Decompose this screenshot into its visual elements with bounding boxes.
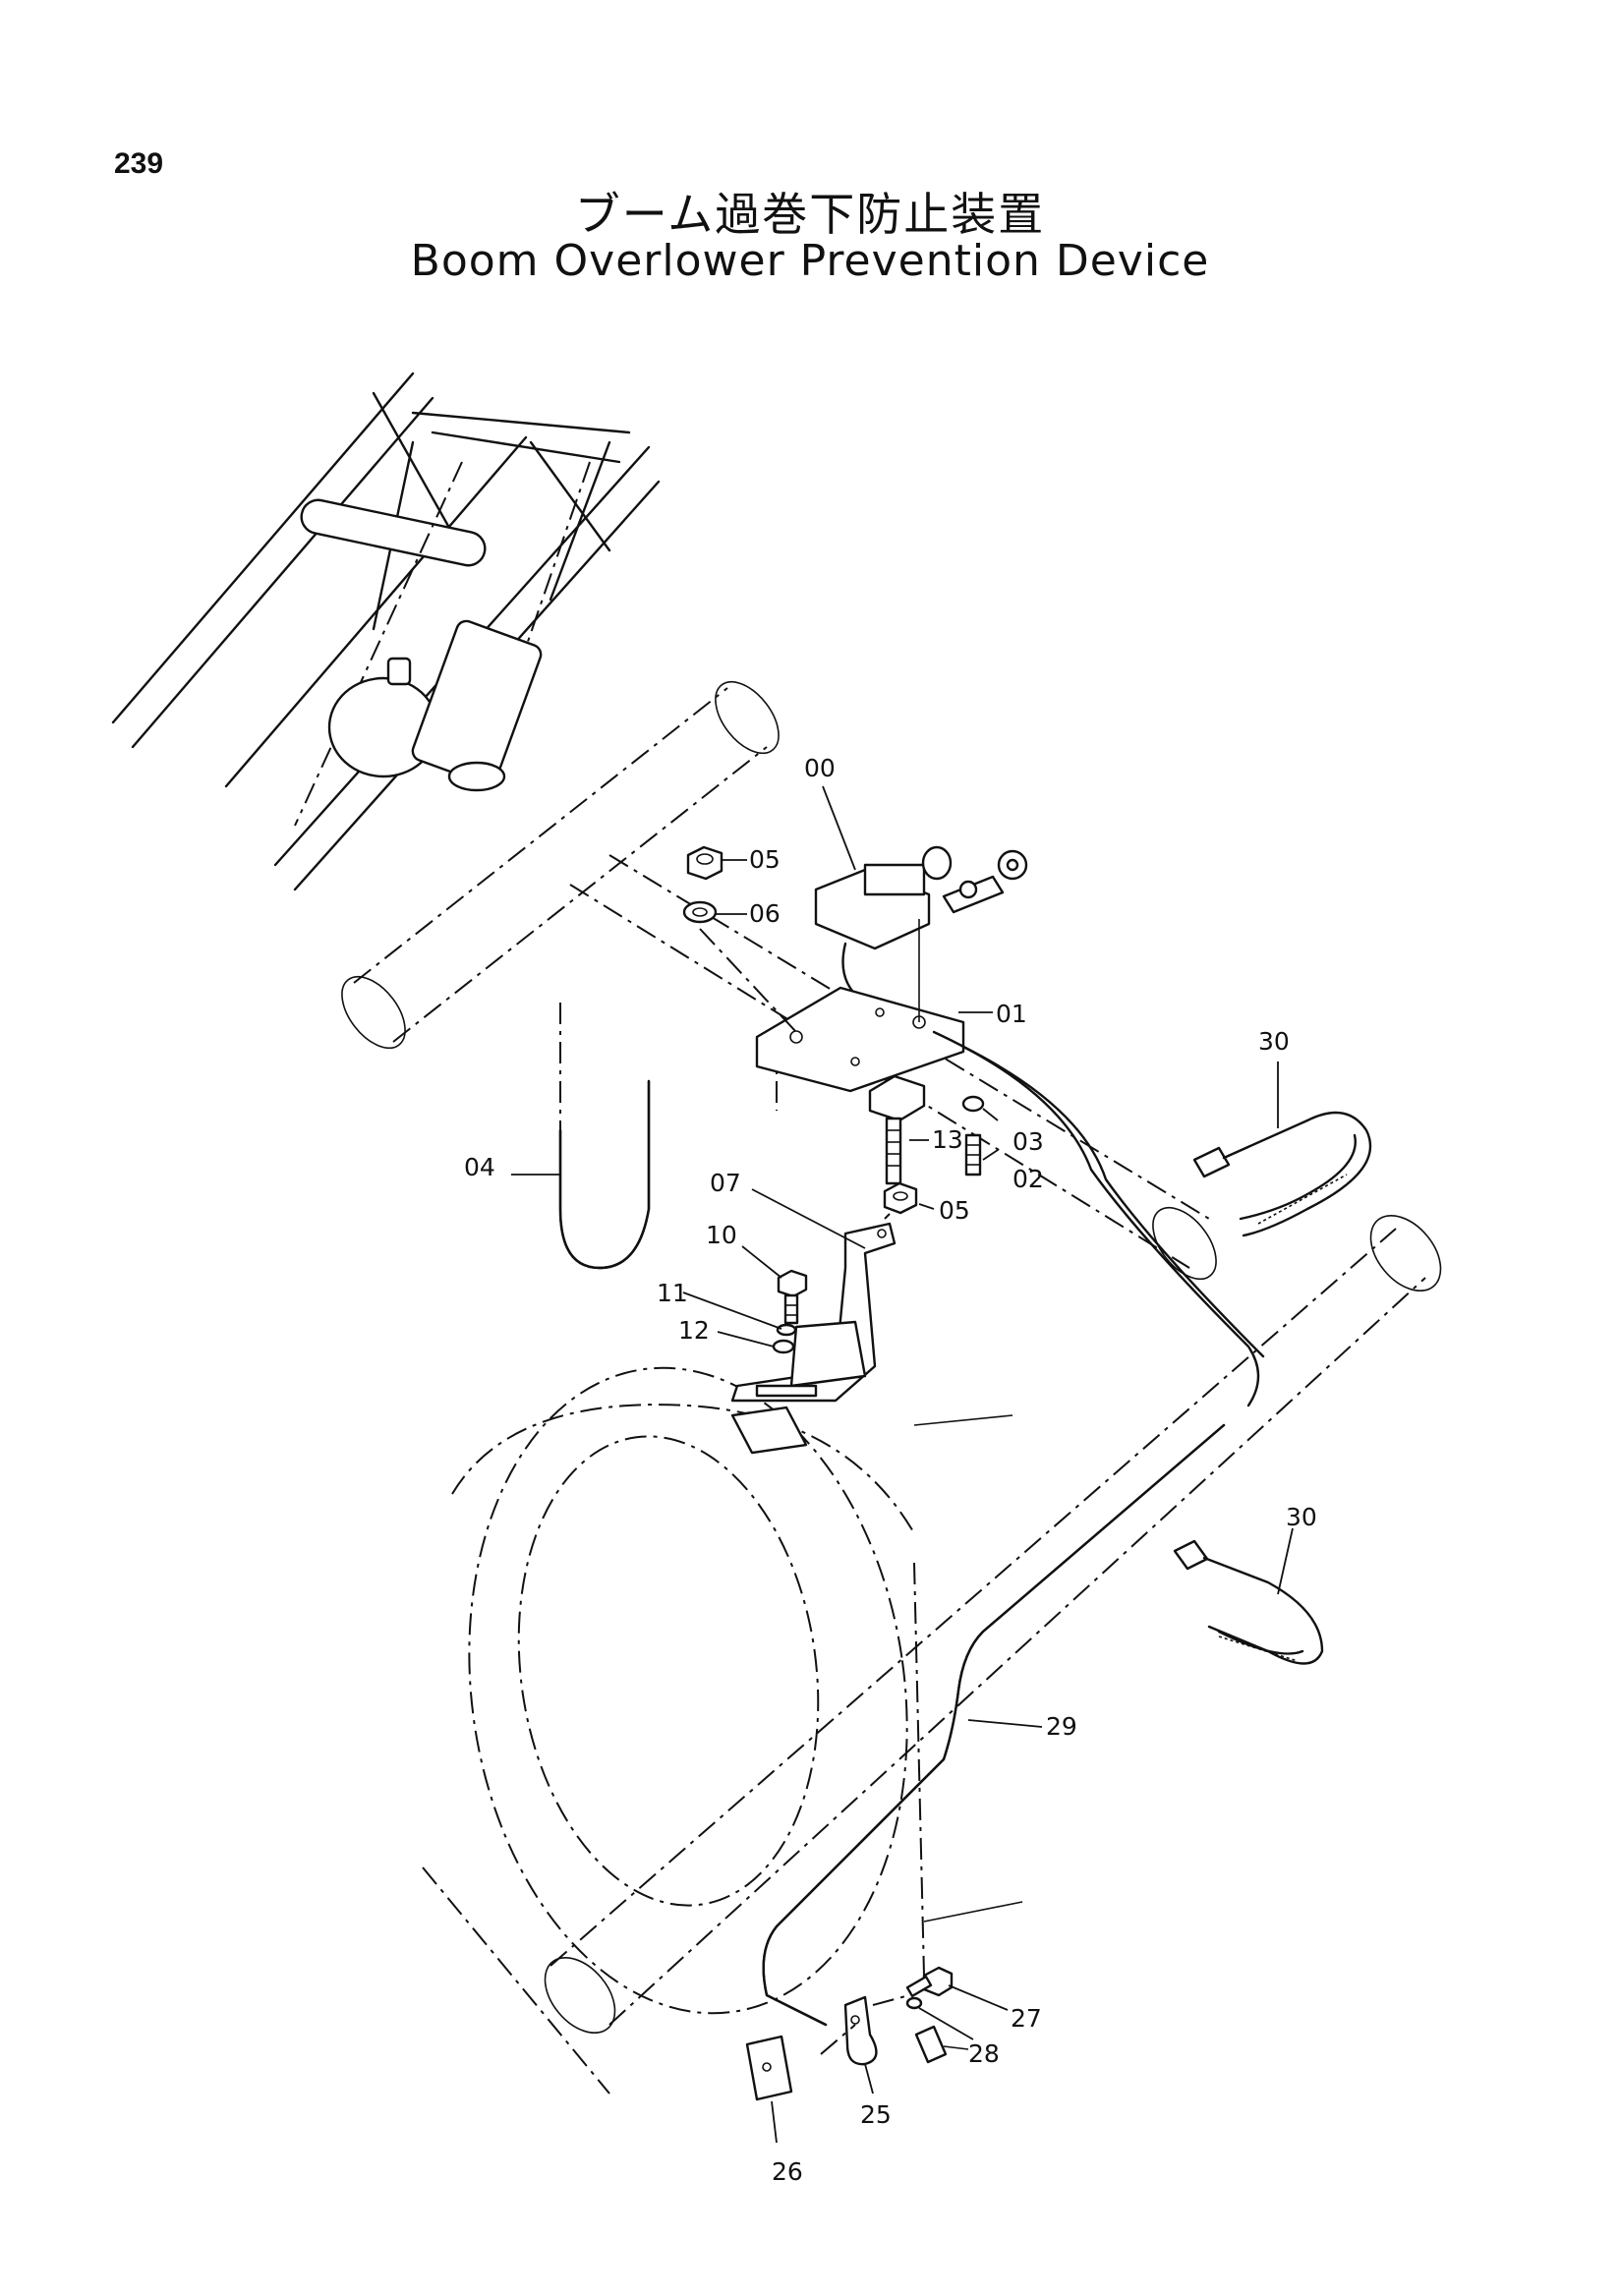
callout-05-lower: 05 xyxy=(939,1196,970,1225)
callout-27: 27 xyxy=(1011,2004,1042,2033)
callout-25: 25 xyxy=(860,2100,892,2129)
callout-04: 04 xyxy=(464,1153,495,1181)
title-english: Boom Overlower Prevention Device xyxy=(410,236,1210,286)
switch-cable xyxy=(932,1030,1265,1407)
callout-10: 10 xyxy=(706,1221,737,1249)
bolt-13-part xyxy=(868,1074,926,1185)
boom-lattice-structure xyxy=(111,372,661,891)
callout-06: 06 xyxy=(749,899,781,928)
callout-labels: 00 05 06 01 30 03 13 02 04 07 05 10 11 1… xyxy=(464,754,1317,2186)
nut-lower xyxy=(883,1181,918,1215)
callout-03: 03 xyxy=(1012,1127,1044,1156)
clamp-parts xyxy=(745,1966,969,2101)
cable-tie-lower xyxy=(1173,1539,1324,1665)
bracket-07-part xyxy=(730,1213,897,1455)
sheave-housing xyxy=(422,1214,1442,2095)
callout-13: 13 xyxy=(932,1125,963,1154)
nut-washer-upper xyxy=(682,845,797,1033)
callout-01: 01 xyxy=(996,1000,1027,1028)
callout-11: 11 xyxy=(657,1279,688,1307)
mounting-plate-part xyxy=(755,919,965,1093)
callout-05-upper: 05 xyxy=(749,845,781,874)
title-japanese: ブーム過巻下防止装置 xyxy=(574,188,1046,241)
callout-28: 28 xyxy=(968,2039,1000,2068)
callout-30-upper: 30 xyxy=(1258,1027,1290,1056)
callout-26: 26 xyxy=(772,2157,803,2186)
limit-switch-part xyxy=(814,845,1028,1004)
callout-29: 29 xyxy=(1046,1712,1077,1741)
leader-lines xyxy=(511,785,1294,2144)
callout-12: 12 xyxy=(678,1316,710,1345)
washer-bolt-02-03 xyxy=(961,1095,985,1177)
callout-02: 02 xyxy=(1012,1165,1044,1193)
callout-07: 07 xyxy=(710,1169,741,1197)
callout-30-lower: 30 xyxy=(1286,1503,1317,1531)
page-number: 239 xyxy=(114,147,164,180)
cable-tie-upper xyxy=(1192,1111,1372,1237)
u-bolt-part xyxy=(558,1003,778,1270)
callout-00: 00 xyxy=(804,754,836,782)
cable-29-part xyxy=(762,1423,1226,2027)
